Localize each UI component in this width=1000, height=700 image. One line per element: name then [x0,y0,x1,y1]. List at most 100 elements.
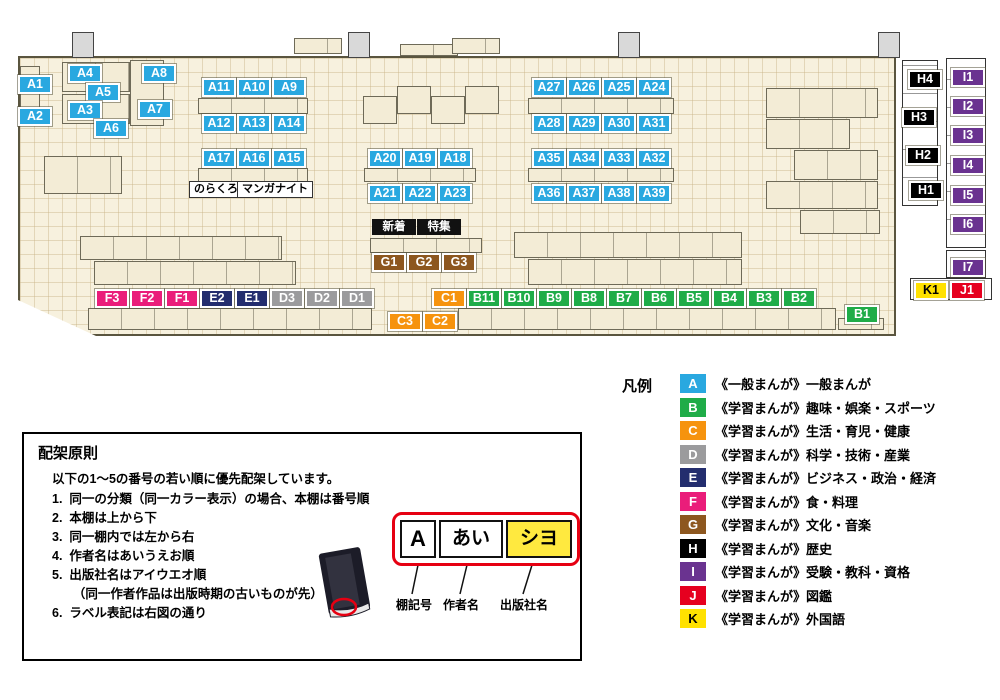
shelf-label-B4: B4 [711,288,747,309]
legend-item-K: K《学習まんが》外国語 [680,607,936,631]
label-author: あい [439,520,503,558]
legend-label: 《学習まんが》文化・音楽 [715,518,872,534]
shelf-unit [363,96,397,124]
shelf-label-H4: H4 [907,69,943,90]
section-header-tag: 新着 [372,219,416,235]
legend-chip-I: I [680,562,706,582]
legend-chip-C: C [680,421,706,441]
shelf-label-A18: A18 [437,148,473,169]
shelf-unit [800,210,880,234]
shelf-unit [364,168,476,182]
shelf-label-F1: F1 [164,288,200,309]
legend-chip-D: D [680,444,706,464]
shelf-label-A31: A31 [636,113,672,134]
shelf-label-A21: A21 [367,183,403,204]
shelf-unit [198,168,308,182]
legend-chip-F: F [680,491,706,511]
shelf-unit [397,86,431,114]
shelf-label-H3: H3 [901,107,937,128]
shelf-label-A17: A17 [201,148,237,169]
shelf-label-D3: D3 [269,288,305,309]
legend-chip-H: H [680,538,706,558]
section-header-tag: 特集 [417,219,461,235]
shelf-label-H1: H1 [908,180,944,201]
legend-item-A: A 《一般まんが》一般まんが [680,372,936,396]
legend-chip-A: A [680,374,706,394]
shelf-label-A5: A5 [85,82,121,103]
legend-item-E: E《学習まんが》ビジネス・政治・経済 [680,466,936,490]
shelf-label-A7: A7 [137,99,173,120]
shelf-label-A36: A36 [531,183,567,204]
legend-label: 《一般まんが》一般まんが [715,377,872,393]
shelf-label-F2: F2 [129,288,165,309]
shelf-label-A30: A30 [601,113,637,134]
shelf-label-A12: A12 [201,113,237,134]
shelf-label-A14: A14 [271,113,307,134]
shelf-label-E1: E1 [234,288,270,309]
shelf-label-A4: A4 [67,63,103,84]
shelf-unit [88,308,372,330]
rule-line: 4. 作者名はあいうえお順 [52,549,195,563]
shelf-label-K1: K1 [913,280,949,301]
shelf-label-B3: B3 [746,288,782,309]
pointer-line-shelf-code [411,564,419,595]
shelf-unit [431,96,465,124]
shelf-label-D1: D1 [339,288,375,309]
shelf-unit [528,168,674,182]
shelf-label-G1: G1 [371,252,407,273]
shelf-label-A38: A38 [601,183,637,204]
shelf-label-A1: A1 [17,74,53,95]
shelf-label-A29: A29 [566,113,602,134]
shelf-label-C2: C2 [422,311,458,332]
shelf-label-B7: B7 [606,288,642,309]
shelf-unit [452,38,500,54]
legend-item-G: G《学習まんが》文化・音楽 [680,513,936,537]
pointer-line-publisher [522,564,533,595]
legend-item-C: C《学習まんが》生活・育児・健康 [680,419,936,443]
pointer-line-author [459,564,468,595]
rule-line: 2. 本棚は上から下 [52,511,157,525]
shelf-unit [198,98,308,114]
shelf-label-E2: E2 [199,288,235,309]
shelf-label-A3: A3 [67,100,103,121]
legend-item-I: I《学習まんが》受験・教科・資格 [680,560,936,584]
shelf-unit [766,119,850,149]
shelf-label-A22: A22 [402,183,438,204]
rule-line: 3. 同一棚内では左から右 [52,530,195,544]
shelf-unit [400,44,458,56]
shelf-label-C3: C3 [387,311,423,332]
principles-intro: 以下の1〜5の番号の若い順に優先配架しています。 [52,472,340,486]
shelf-label-F3: F3 [94,288,130,309]
caption-author: 作者名 [443,598,480,612]
shelf-label-B1: B1 [844,304,880,325]
legend-item-D: D《学習まんが》科学・技術・産業 [680,443,936,467]
shelf-label-A2: A2 [17,106,53,127]
legend-item-H: H《学習まんが》歴史 [680,537,936,561]
legend-label: 《学習まんが》食・料理 [715,494,859,510]
shelf-label-I2: I2 [950,96,986,117]
principles-box: 配架原則 以下の1〜5の番号の若い順に優先配架しています。 1. 同一の分類（同… [22,432,582,661]
shelf-label-A19: A19 [402,148,438,169]
shelf-label-I3: I3 [950,125,986,146]
shelf-label-I7: I7 [950,257,986,278]
rule-line: （同一作者作品は出版時期の古いものが先） [52,587,323,601]
shelf-unit [766,181,878,209]
shelf-unit [794,150,878,180]
legend-item-J: J《学習まんが》図鑑 [680,584,936,608]
shelf-label-A13: A13 [236,113,272,134]
shelf-label-A26: A26 [566,77,602,98]
shelf-label-I1: I1 [950,67,986,88]
legend-item-F: F 《学習まんが》食・料理 [680,490,936,514]
shelf-label-A23: A23 [437,183,473,204]
shelf-label-G3: G3 [441,252,477,273]
shelf-label-I4: I4 [950,155,986,176]
shelf-label-G2: G2 [406,252,442,273]
shelf-unit [465,86,499,114]
shelf-label-I5: I5 [950,185,986,206]
legend-chip-K: K [680,609,706,629]
shelf-label-A10: A10 [236,77,272,98]
